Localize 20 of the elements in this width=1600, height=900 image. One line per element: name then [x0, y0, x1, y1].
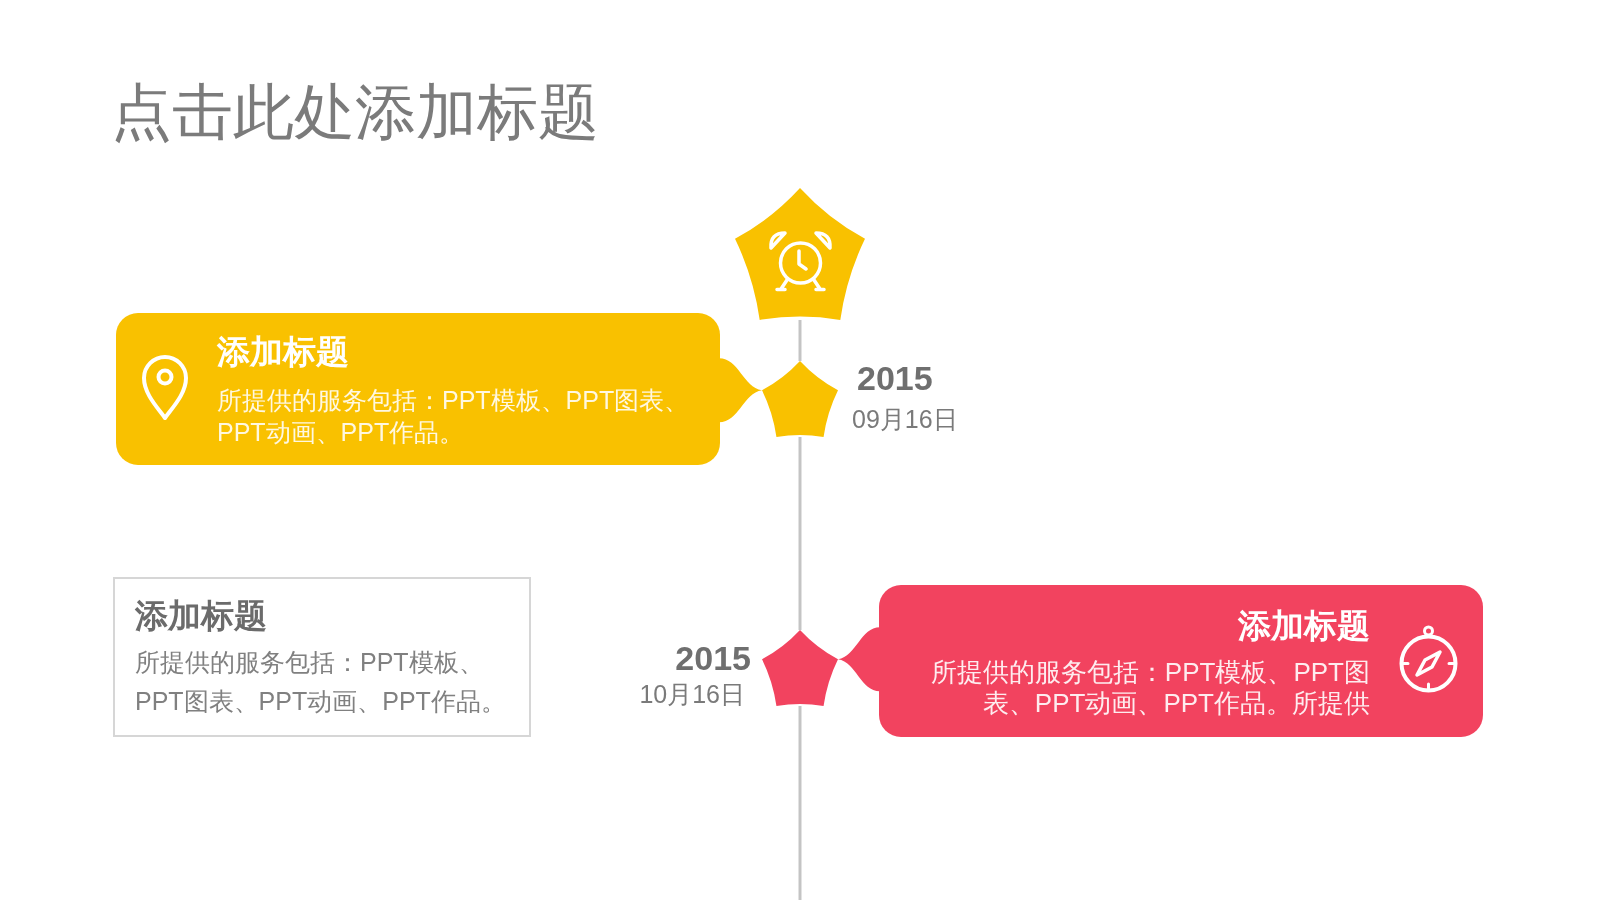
- pentagon-marker: [735, 188, 865, 320]
- pointer-tab: [719, 358, 762, 423]
- card-text: 所提供的服务包括：PPT模板、PPT图表、PPT动画、PPT作品。: [135, 647, 507, 717]
- card-text: 所提供的服务包括：PPT模板、PPT图表、PPT动画、PPT作品。所提供: [929, 657, 1370, 719]
- timeline-line: [798, 320, 802, 361]
- outlined-card: [113, 577, 531, 737]
- card-text: 所提供的服务包括：PPT模板、PPT图表、PPT动画、PPT作品。: [217, 385, 691, 448]
- pointer-tab: [838, 627, 880, 692]
- timeline-line: [798, 706, 802, 900]
- year-label: 2015: [675, 641, 751, 675]
- callout-card: [116, 313, 720, 465]
- slide-title: 点击此处添加标题: [111, 82, 599, 143]
- year-label: 2015: [857, 361, 933, 395]
- callout-card: [879, 585, 1483, 737]
- date-label: 10月16日: [639, 682, 745, 707]
- timeline-line: [798, 437, 802, 630]
- card-heading: 添加标题: [1238, 606, 1370, 646]
- card-heading: 添加标题: [135, 596, 267, 636]
- date-label: 09月16日: [852, 407, 958, 432]
- card-heading: 添加标题: [217, 332, 349, 372]
